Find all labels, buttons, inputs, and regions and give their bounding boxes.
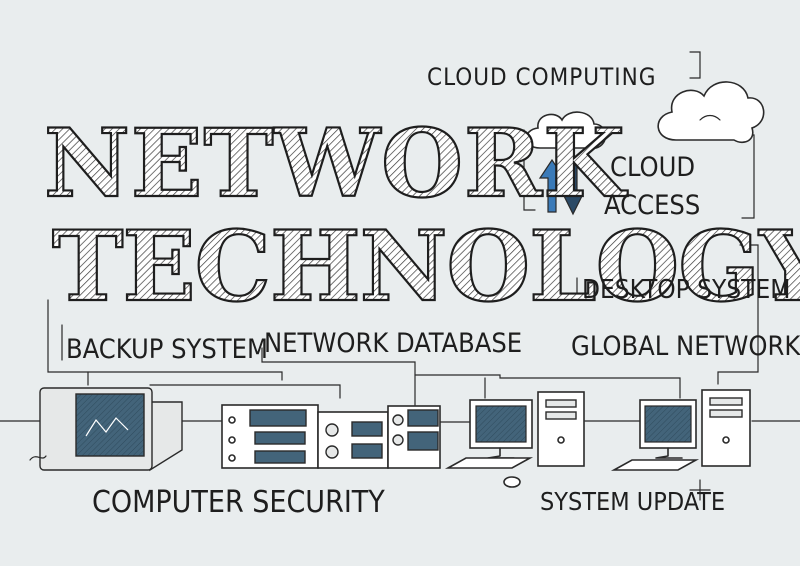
server-rack-icon: [221, 404, 441, 469]
label-cloud-access-line2: ACCESS: [604, 190, 700, 221]
plus-mark: [689, 479, 711, 501]
connector-lines: [0, 51, 800, 423]
upload-download-arrows-icon: [538, 158, 584, 216]
label-backup-system: BACKUP SYSTEM: [66, 334, 268, 365]
label-computer-security: COMPUTER SECURITY: [92, 485, 385, 520]
label-system-update: SYSTEM UPDATE: [540, 487, 725, 516]
label-cloud-computing: CLOUD COMPUTING: [427, 63, 657, 91]
label-desktop-system: DESKTOP SYSTEM: [582, 275, 790, 305]
label-global-network: GLOBAL NETWORK: [571, 331, 800, 362]
crt-monitor-icon: [29, 387, 183, 472]
title-line-1: NETWORK: [44, 109, 628, 219]
cloud-large-icon: [657, 81, 765, 144]
desktop-computer-icon-1: [444, 391, 585, 488]
label-cloud-access-line1: CLOUD: [610, 152, 695, 183]
label-network-database: NETWORK DATABASE: [264, 328, 522, 359]
desktop-computer-icon-2: [610, 389, 751, 471]
cloud-small-icon: [525, 111, 607, 149]
title-line-2: TECHNOLOGY: [52, 210, 800, 323]
